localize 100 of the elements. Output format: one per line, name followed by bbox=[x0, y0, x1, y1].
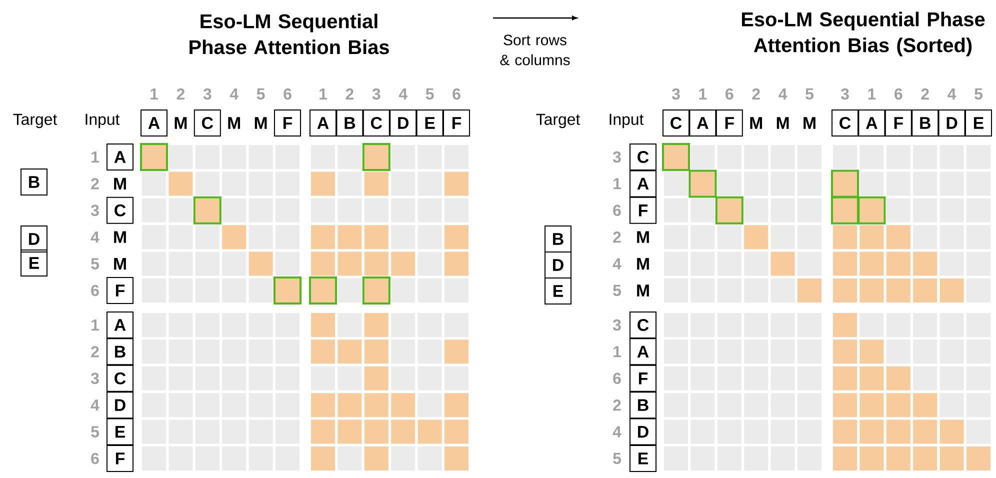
letter-box: C bbox=[362, 109, 390, 136]
index-number: 1 bbox=[92, 320, 99, 330]
index-number: 6 bbox=[613, 372, 621, 384]
index-number: 4 bbox=[230, 88, 238, 100]
letter-box: E bbox=[416, 109, 444, 136]
index-number: 2 bbox=[752, 88, 760, 100]
panel-title: Eso-LM Sequential Phase Attention Bias bbox=[190, 14, 389, 54]
index-number: 1 bbox=[868, 88, 876, 100]
letter-box: C bbox=[832, 109, 858, 136]
mask-token: M bbox=[254, 117, 267, 129]
index-number: 3 bbox=[90, 372, 99, 384]
letter-box: A bbox=[106, 143, 134, 170]
index-number: 2 bbox=[91, 178, 99, 190]
mask-token: M bbox=[776, 117, 789, 129]
letter-box: F bbox=[106, 444, 134, 472]
mask-token: M bbox=[804, 117, 816, 129]
mask-token: M bbox=[228, 117, 240, 129]
index-number: 4 bbox=[90, 232, 100, 243]
letter-box: B bbox=[630, 392, 656, 419]
letter-box: A bbox=[630, 170, 656, 198]
mask-token: M bbox=[174, 117, 187, 129]
mask-token: M bbox=[637, 284, 649, 296]
letter-box: F bbox=[274, 109, 301, 136]
index-number: 4 bbox=[778, 88, 788, 100]
letter-box: A bbox=[140, 109, 168, 136]
index-number: 3 bbox=[372, 88, 380, 100]
mask-token: M bbox=[114, 258, 126, 270]
index-number: 4 bbox=[612, 258, 622, 270]
letter-box: E bbox=[20, 249, 48, 276]
letter-box: F bbox=[106, 276, 134, 304]
letter-box: A bbox=[106, 311, 134, 338]
index-number: 1 bbox=[614, 178, 621, 190]
index-number: 3 bbox=[840, 88, 849, 100]
letter-box: D bbox=[106, 392, 134, 419]
index-number: 2 bbox=[346, 88, 354, 100]
letter-box: C bbox=[662, 109, 690, 136]
letter-box: D bbox=[938, 109, 966, 136]
letter-box: D bbox=[630, 418, 656, 446]
index-number: 2 bbox=[176, 88, 184, 100]
letter-box: C bbox=[106, 196, 134, 224]
index-number: 6 bbox=[91, 284, 99, 296]
index-number: 2 bbox=[613, 400, 621, 411]
letter-box: F bbox=[630, 364, 656, 392]
index-number: 3 bbox=[203, 88, 212, 100]
index-number: 3 bbox=[672, 88, 680, 100]
mask-token: M bbox=[114, 231, 126, 243]
index-number: 6 bbox=[91, 452, 99, 464]
index-number: 4 bbox=[90, 400, 100, 411]
letter-box: B bbox=[912, 109, 939, 136]
index-number: 4 bbox=[612, 426, 622, 438]
mask-token: M bbox=[637, 231, 649, 243]
axis-heading: Input bbox=[610, 114, 644, 128]
index-number: 5 bbox=[974, 88, 982, 100]
index-number: 1 bbox=[150, 88, 158, 100]
index-number: 5 bbox=[806, 88, 814, 100]
letter-box: C bbox=[630, 311, 656, 338]
mask-token: M bbox=[114, 178, 126, 190]
index-number: 2 bbox=[91, 346, 99, 358]
sort-note: Sort rows & columns bbox=[500, 34, 570, 66]
index-number: 5 bbox=[613, 452, 621, 464]
letter-box: B bbox=[544, 225, 572, 252]
letter-box: D bbox=[390, 109, 417, 136]
axis-heading: Input bbox=[86, 114, 120, 128]
index-number: 2 bbox=[613, 232, 621, 243]
axis-heading: Target bbox=[13, 114, 58, 128]
index-number: 4 bbox=[398, 88, 408, 100]
index-number: 5 bbox=[91, 258, 99, 270]
letter-box: B bbox=[336, 109, 364, 136]
index-number: 6 bbox=[726, 88, 734, 100]
index-number: 6 bbox=[613, 204, 621, 216]
index-number: 3 bbox=[612, 151, 621, 163]
letter-box: F bbox=[716, 109, 743, 136]
panel-title: Eso-LM Sequential Phase Attention Bias (Sorted) bbox=[742, 12, 985, 56]
letter-box: D bbox=[20, 225, 48, 252]
letter-box: C bbox=[630, 143, 656, 170]
index-number: 5 bbox=[426, 88, 434, 100]
axis-heading: Target bbox=[536, 114, 580, 128]
index-number: 1 bbox=[92, 152, 99, 162]
index-number: 3 bbox=[90, 204, 99, 216]
letter-box: A bbox=[630, 338, 656, 366]
index-number: 5 bbox=[256, 88, 265, 100]
index-number: 5 bbox=[613, 284, 621, 296]
index-number: 1 bbox=[320, 88, 327, 100]
index-number: 6 bbox=[894, 88, 902, 100]
letter-box: E bbox=[965, 109, 992, 136]
letter-box: C bbox=[106, 364, 134, 392]
index-number: 6 bbox=[452, 88, 460, 100]
letter-box: B bbox=[106, 338, 134, 366]
letter-box: F bbox=[884, 109, 912, 136]
letter-box: F bbox=[630, 196, 656, 224]
letter-box: A bbox=[310, 109, 336, 136]
letter-box: B bbox=[20, 168, 48, 196]
index-number: 1 bbox=[699, 88, 707, 100]
letter-box: A bbox=[689, 109, 716, 136]
index-number: 3 bbox=[612, 319, 621, 331]
letter-box: F bbox=[443, 109, 470, 136]
letter-box: D bbox=[544, 251, 572, 278]
mask-token: M bbox=[637, 258, 649, 270]
index-number: 2 bbox=[921, 88, 929, 100]
letter-box: A bbox=[858, 109, 886, 136]
